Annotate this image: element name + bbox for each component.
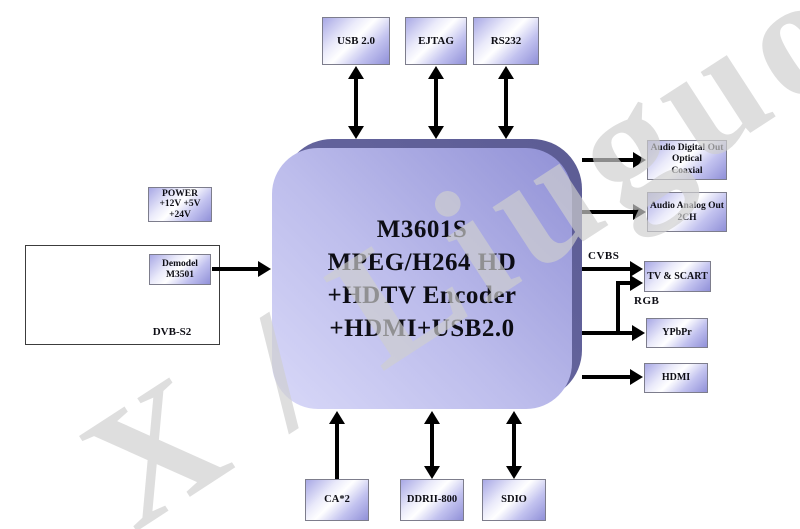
node-sdio: SDIO	[482, 479, 546, 521]
audio-digital-line: Audio Digital Out	[650, 142, 724, 153]
tv-scart-label: TV & SCART	[647, 270, 708, 282]
node-tv-scart: TV & SCART	[644, 261, 711, 292]
ypbpr-label: YPbPr	[662, 327, 692, 339]
audio-digital-line: Optical	[671, 154, 703, 165]
arrow-rgb-to-tv-scart	[616, 275, 643, 291]
node-hdmi: HDMI	[644, 363, 708, 393]
power-line: +12V +5V	[159, 199, 201, 210]
node-audio-analog-out: Audio Analog Out 2CH	[647, 192, 727, 232]
chip-title-line: M3601S	[376, 215, 468, 243]
node-ejtag: EJTAG	[405, 17, 467, 65]
node-ddrii-800: DDRII-800	[400, 479, 464, 521]
dvb-s2-label: DVB-S2	[152, 326, 192, 338]
arrow-chip-to-ypbpr	[582, 325, 645, 341]
arrow-chip-to-audio-digital	[582, 152, 646, 168]
node-power: POWER +12V +5V +24V	[148, 187, 212, 222]
node-demodulator: Demodel M3501	[149, 254, 211, 285]
audio-analog-line: Audio Analog Out	[650, 201, 724, 211]
arrow-usb2-bidirectional	[348, 66, 364, 139]
arrow-chip-to-hdmi	[582, 369, 643, 385]
node-usb2-label: USB 2.0	[337, 34, 375, 47]
ddr-label: DDRII-800	[406, 493, 458, 505]
arrow-ddr-bidirectional	[424, 411, 440, 479]
arrow-chip-to-audio-analog	[582, 204, 646, 220]
demodulator-line: Demodel	[162, 258, 198, 269]
hdmi-label: HDMI	[661, 372, 691, 384]
demodulator-line: M3501	[166, 269, 194, 280]
audio-analog-line: 2CH	[677, 213, 697, 223]
chip-title-line: +HDMI+USB2.0	[329, 314, 515, 342]
node-usb2: USB 2.0	[322, 17, 390, 65]
node-rs232-label: RS232	[490, 34, 522, 47]
node-ca: CA*2	[305, 479, 369, 521]
node-ypbpr: YPbPr	[646, 318, 708, 348]
arrow-rs232-bidirectional	[498, 66, 514, 139]
rgb-branch-vertical-segment	[616, 283, 620, 335]
chip-m3601s: M3601S MPEG/H264 HD +HDTV Encoder +HDMI+…	[272, 148, 572, 409]
rgb-signal-label: RGB	[634, 295, 660, 307]
node-ejtag-label: EJTAG	[418, 34, 454, 47]
power-line: POWER	[162, 188, 198, 199]
arrow-ca-to-chip	[329, 411, 345, 479]
arrow-sdio-bidirectional	[506, 411, 522, 479]
node-audio-digital-out: Audio Digital Out Optical Coaxial	[647, 140, 727, 180]
node-rs232: RS232	[473, 17, 539, 65]
chip-title-line: +HDTV Encoder	[327, 281, 517, 309]
arrow-cvbs-to-tv-scart	[582, 261, 643, 277]
cvbs-signal-label: CVBS	[588, 250, 620, 262]
ca-label: CA*2	[324, 493, 350, 505]
arrow-demodulator-to-chip	[212, 261, 271, 277]
audio-digital-line: Coaxial	[671, 165, 703, 176]
chip-title-line: MPEG/H264 HD	[327, 248, 517, 276]
arrow-ejtag-bidirectional	[428, 66, 444, 139]
sdio-label: SDIO	[501, 493, 527, 505]
power-line: +24V	[169, 209, 191, 220]
